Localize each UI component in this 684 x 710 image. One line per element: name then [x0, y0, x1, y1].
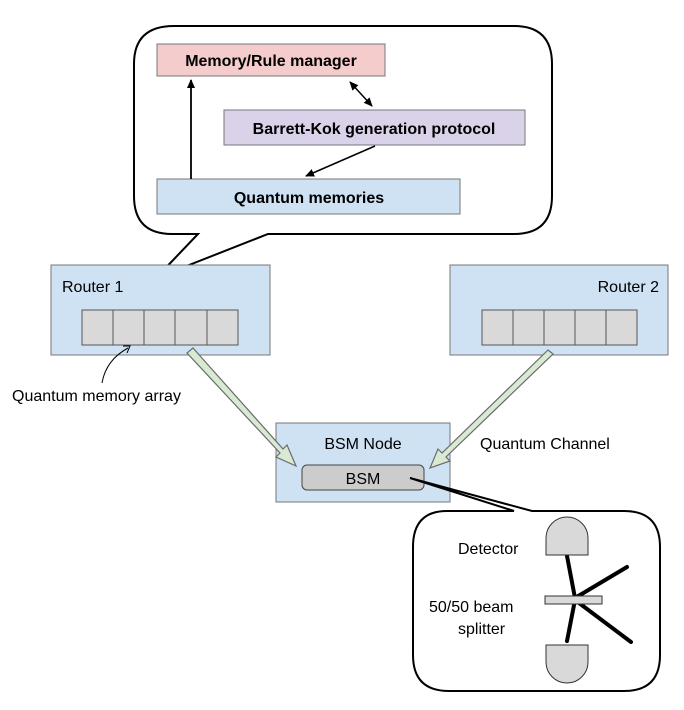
protocol-to-memories-arrow — [305, 145, 376, 177]
memory-array-pointer-tip — [123, 345, 131, 354]
router-2-memory-cell — [605, 309, 638, 346]
top-callout-bubble — [133, 25, 553, 279]
memory-rule-manager-label: Memory/Rule manager — [185, 53, 357, 70]
bsm-box — [301, 464, 425, 491]
router-1-memory-cell — [112, 309, 145, 346]
manager-protocol-double-arrow — [349, 81, 373, 107]
router-2-label: Router 2 — [598, 279, 659, 296]
quantum-channel-label: Quantum Channel — [480, 436, 610, 453]
optical-path-upper-detector — [565, 554, 577, 600]
router-1-memory-cell — [143, 309, 176, 346]
router-2-memory-array — [481, 309, 638, 346]
quantum-channel-arrow-right — [428, 349, 554, 470]
quantum-channel-arrow-left — [186, 347, 298, 468]
barrett-kok-protocol-label: Barrett-Kok generation protocol — [253, 121, 496, 138]
memory-rule-manager-box — [156, 43, 386, 77]
quantum-memories-label: Quantum memories — [234, 190, 384, 207]
bottom-callout-bubble — [409, 477, 661, 692]
router-1-memory-cell — [174, 309, 208, 346]
router-1-memory-cell — [206, 309, 239, 346]
router-2-memory-cell — [574, 309, 607, 346]
barrett-kok-protocol-box — [223, 109, 526, 146]
router-1-memory-cell — [81, 309, 114, 346]
detector-upper-icon — [545, 516, 589, 556]
router-2-memory-cell — [543, 309, 576, 346]
quantum-memory-array-label: Quantum memory array — [12, 388, 181, 405]
router-2-memory-cell — [512, 309, 545, 346]
router-1-memory-array — [81, 309, 239, 346]
beam-splitter-label-line1: 50/50 beam — [429, 599, 514, 616]
memory-array-pointer-curve — [101, 347, 129, 384]
optical-path-upper-input — [573, 565, 629, 600]
bsm-node-label: BSM Node — [324, 436, 401, 453]
optical-path-lower-detector — [565, 598, 577, 643]
detector-label: Detector — [458, 541, 519, 558]
optical-path-lower-output — [573, 598, 633, 644]
router-1-label: Router 1 — [62, 279, 123, 296]
beam-splitter-label-line2: splitter — [458, 621, 506, 638]
optical-paths — [565, 554, 633, 644]
beam-splitter — [544, 595, 603, 605]
bsm-label: BSM — [346, 471, 381, 488]
router-2-memory-cell — [481, 309, 514, 346]
quantum-memories-box — [156, 178, 461, 215]
detector-lower-icon — [545, 644, 589, 684]
